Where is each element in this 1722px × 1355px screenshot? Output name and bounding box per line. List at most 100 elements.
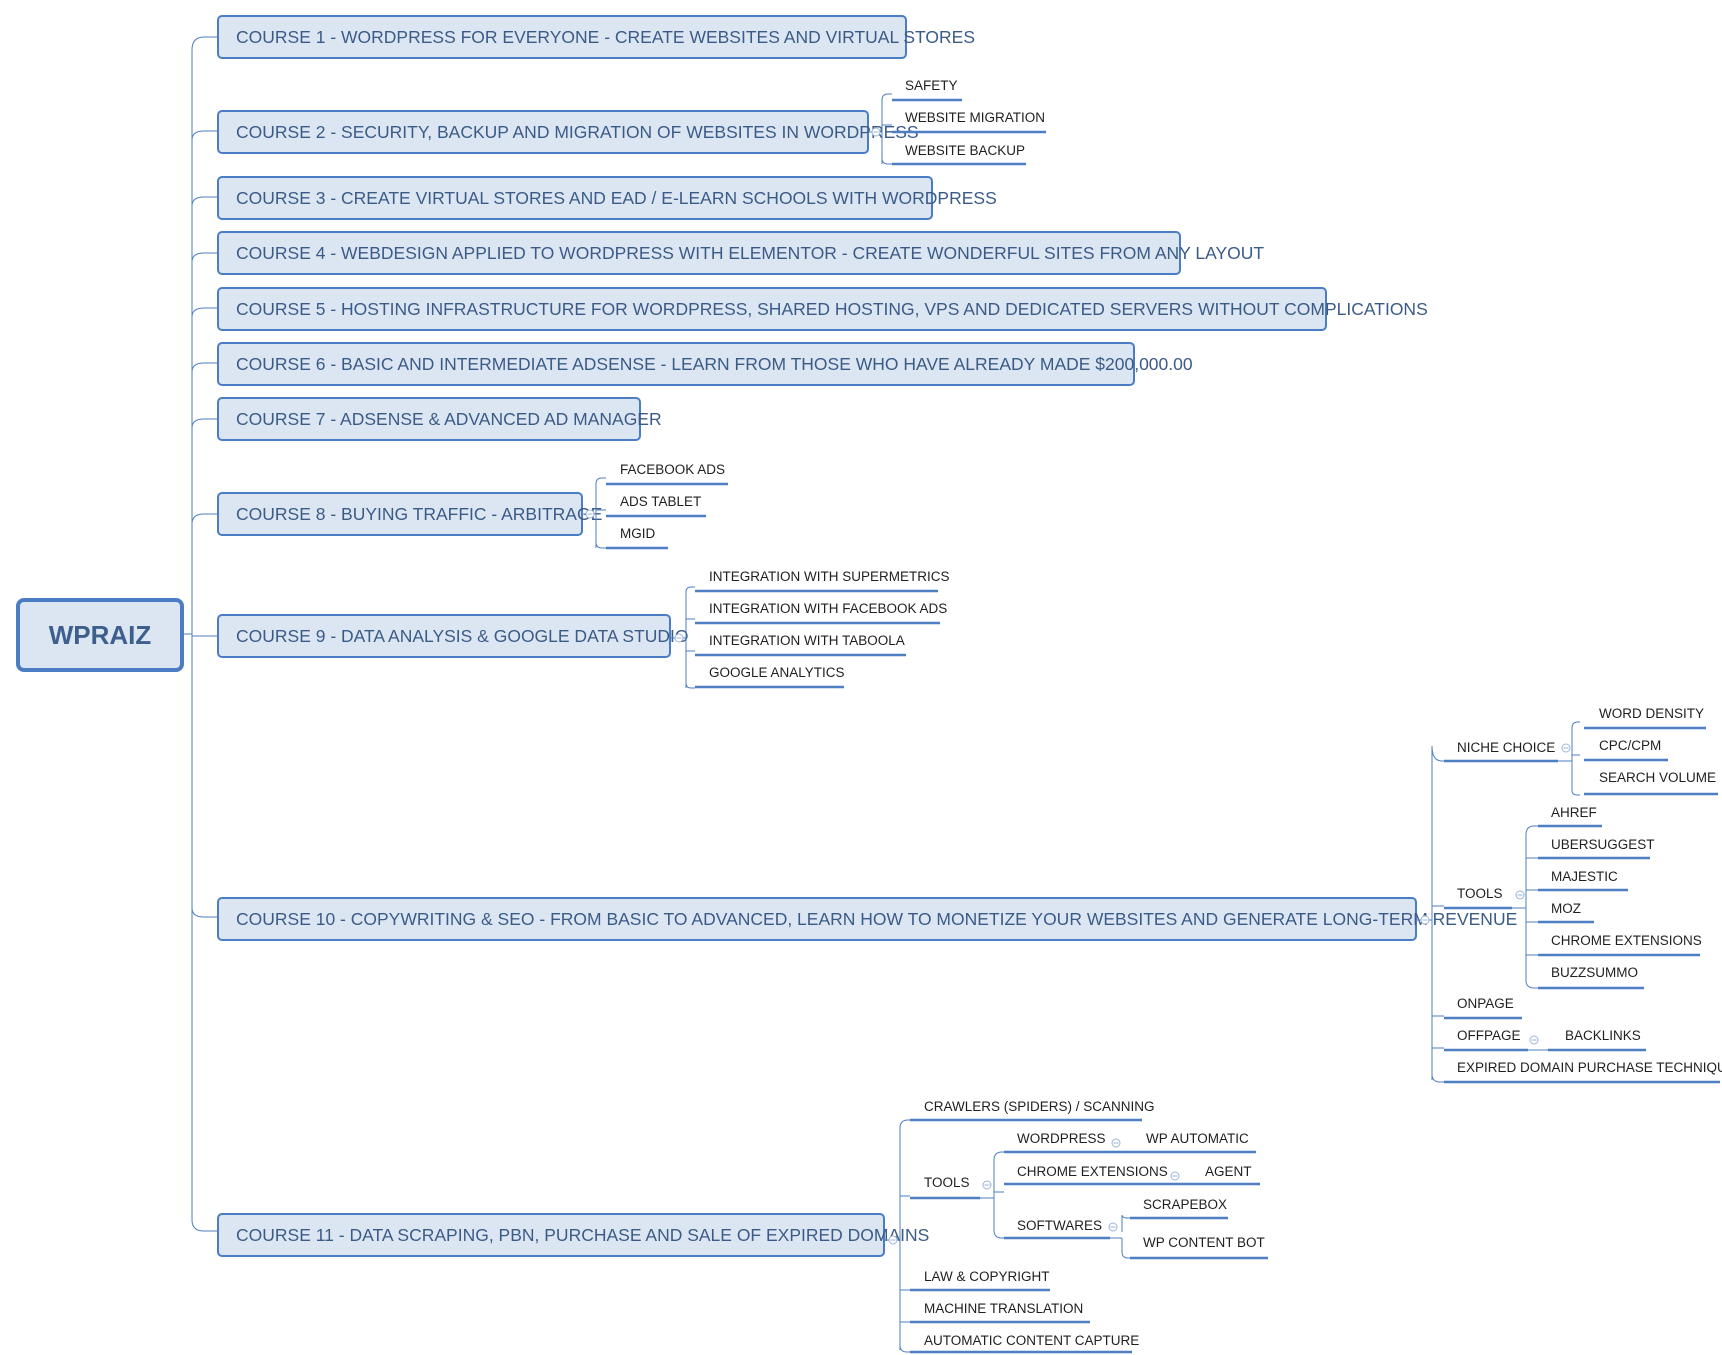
topic-label: EXPIRED DOMAIN PURCHASE TECHNIQUE <box>1457 1060 1722 1075</box>
leaf-label: INTEGRATION WITH TABOOLA <box>709 633 905 648</box>
leaf-label: WP CONTENT BOT <box>1143 1235 1265 1250</box>
topic-label: CRAWLERS (SPIDERS) / SCANNING <box>924 1099 1155 1114</box>
leaf-node[interactable]: SCRAPEBOX <box>1130 1197 1228 1220</box>
course-node-3[interactable]: COURSE 3 - CREATE VIRTUAL STORES AND EAD… <box>217 176 997 220</box>
collapse-toggle[interactable] <box>1529 1035 1539 1045</box>
topic-label: AUTOMATIC CONTENT CAPTURE <box>924 1333 1139 1348</box>
course-label: COURSE 2 - SECURITY, BACKUP AND MIGRATIO… <box>236 122 919 142</box>
leaf-label: BUZZSUMMO <box>1551 965 1638 980</box>
topic-node-onpage[interactable]: ONPAGE <box>1444 996 1522 1020</box>
topic-node-crawlers[interactable]: CRAWLERS (SPIDERS) / SCANNING <box>910 1099 1155 1122</box>
topic-label: TOOLS <box>924 1175 970 1190</box>
course-label: COURSE 11 - DATA SCRAPING, PBN, PURCHASE… <box>236 1225 929 1245</box>
leaf-node[interactable]: INTEGRATION WITH FACEBOOK ADS <box>695 601 947 625</box>
course-node-5[interactable]: COURSE 5 - HOSTING INFRASTRUCTURE FOR WO… <box>217 287 1428 331</box>
collapse-toggle[interactable] <box>1420 915 1430 925</box>
leaf-node[interactable]: WP AUTOMATIC <box>1128 1131 1256 1154</box>
leaf-label: SAFETY <box>905 78 958 93</box>
leaf-node[interactable]: BACKLINKS <box>1548 1028 1646 1052</box>
collapse-toggle[interactable] <box>982 1180 992 1190</box>
topic-label: TOOLS <box>1457 886 1503 901</box>
leaf-node[interactable]: WORD DENSITY <box>1584 706 1706 730</box>
leaf-label: MGID <box>620 526 655 541</box>
course-2-branch: SAFETY WEBSITE MIGRATION WEBSITE BACKUP <box>868 78 1046 166</box>
leaf-node[interactable]: FACEBOOK ADS <box>606 462 728 486</box>
subtopic-label: WORDPRESS <box>1017 1131 1106 1146</box>
course-node-8[interactable]: COURSE 8 - BUYING TRAFFIC - ARBITRAGE <box>217 492 602 536</box>
root-connectors <box>183 36 218 1232</box>
leaf-node[interactable]: UBERSUGGEST <box>1538 837 1655 860</box>
leaf-label: INTEGRATION WITH FACEBOOK ADS <box>709 601 947 616</box>
subtopic-node-wordpress[interactable]: WORDPRESS <box>1004 1131 1128 1154</box>
topic-label: NICHE CHOICE <box>1457 740 1555 755</box>
leaf-node[interactable]: WP CONTENT BOT <box>1130 1235 1268 1260</box>
leaf-label: AGENT <box>1205 1164 1252 1179</box>
collapse-toggle[interactable] <box>871 127 881 137</box>
collapse-toggle[interactable] <box>888 1235 898 1245</box>
leaf-node[interactable]: AGENT <box>1168 1164 1260 1186</box>
leaf-label: WP AUTOMATIC <box>1146 1131 1249 1146</box>
collapse-toggle[interactable] <box>1108 1222 1118 1232</box>
topic-node-tools[interactable]: TOOLS <box>1444 886 1512 910</box>
collapse-toggle[interactable] <box>1561 743 1571 753</box>
course-node-11[interactable]: COURSE 11 - DATA SCRAPING, PBN, PURCHASE… <box>217 1213 929 1257</box>
leaf-node[interactable]: WEBSITE BACKUP <box>892 143 1026 166</box>
subtopic-node-softwares[interactable]: SOFTWARES <box>1004 1218 1110 1240</box>
leaf-label: CHROME EXTENSIONS <box>1551 933 1702 948</box>
leaf-label: BACKLINKS <box>1565 1028 1641 1043</box>
collapse-toggle[interactable] <box>1170 1171 1180 1181</box>
course-10-branch: NICHE CHOICE WORD DENSITY CPC/CPM SEARCH… <box>1416 706 1722 1084</box>
topic-node-machine-translation[interactable]: MACHINE TRANSLATION <box>910 1301 1090 1324</box>
collapse-toggle[interactable] <box>1111 1138 1121 1148</box>
leaf-label: FACEBOOK ADS <box>620 462 725 477</box>
subtopic-node-chrome-extensions[interactable]: CHROME EXTENSIONS <box>1004 1164 1168 1186</box>
course-label: COURSE 5 - HOSTING INFRASTRUCTURE FOR WO… <box>236 299 1428 319</box>
leaf-node[interactable]: ADS TABLET <box>606 494 706 518</box>
topic-node-expired-domain[interactable]: EXPIRED DOMAIN PURCHASE TECHNIQUE <box>1444 1060 1722 1084</box>
subtopic-label: SOFTWARES <box>1017 1218 1102 1233</box>
course-label: COURSE 4 - WEBDESIGN APPLIED TO WORDPRES… <box>236 243 1264 263</box>
collapse-toggle[interactable] <box>674 633 684 643</box>
course-node-10[interactable]: COURSE 10 - COPYWRITING & SEO - FROM BAS… <box>217 897 1517 941</box>
leaf-node[interactable]: CPC/CPM <box>1584 738 1668 762</box>
topic-node-law-copyright[interactable]: LAW & COPYRIGHT <box>910 1269 1050 1292</box>
topic-node-tools[interactable]: TOOLS <box>910 1175 980 1200</box>
leaf-node[interactable]: MOZ <box>1538 901 1594 924</box>
leaf-label: MAJESTIC <box>1551 869 1618 884</box>
course-node-1[interactable]: COURSE 1 - WORDPRESS FOR EVERYONE - CREA… <box>217 15 975 59</box>
course-label: COURSE 1 - WORDPRESS FOR EVERYONE - CREA… <box>236 27 975 47</box>
leaf-node[interactable]: SAFETY <box>892 78 962 102</box>
leaf-node[interactable]: CHROME EXTENSIONS <box>1538 933 1702 957</box>
course-node-9[interactable]: COURSE 9 - DATA ANALYSIS & GOOGLE DATA S… <box>217 614 689 658</box>
root-node[interactable]: WPRAIZ <box>16 598 184 672</box>
leaf-node[interactable]: WEBSITE MIGRATION <box>892 110 1046 134</box>
leaf-node[interactable]: INTEGRATION WITH SUPERMETRICS <box>695 569 950 593</box>
topic-label: LAW & COPYRIGHT <box>924 1269 1050 1284</box>
leaf-label: UBERSUGGEST <box>1551 837 1655 852</box>
topic-node-automatic-content-capture[interactable]: AUTOMATIC CONTENT CAPTURE <box>910 1333 1139 1354</box>
leaf-node[interactable]: GOOGLE ANALYTICS <box>695 665 845 689</box>
course-label: COURSE 6 - BASIC AND INTERMEDIATE ADSENS… <box>236 354 1193 374</box>
topic-label: ONPAGE <box>1457 996 1514 1011</box>
course-11-branch: CRAWLERS (SPIDERS) / SCANNING TOOLS WORD… <box>884 1099 1268 1354</box>
course-8-branch: FACEBOOK ADS ADS TABLET MGID <box>582 462 728 550</box>
leaf-node[interactable]: MGID <box>606 526 668 550</box>
leaf-label: INTEGRATION WITH SUPERMETRICS <box>709 569 950 584</box>
collapse-toggle[interactable] <box>1515 890 1525 900</box>
leaf-label: MOZ <box>1551 901 1581 916</box>
leaf-label: ADS TABLET <box>620 494 701 509</box>
course-node-6[interactable]: COURSE 6 - BASIC AND INTERMEDIATE ADSENS… <box>217 342 1193 386</box>
course-label: COURSE 8 - BUYING TRAFFIC - ARBITRAGE <box>236 504 602 524</box>
topic-node-niche-choice[interactable]: NICHE CHOICE <box>1444 740 1558 763</box>
course-node-4[interactable]: COURSE 4 - WEBDESIGN APPLIED TO WORDPRES… <box>217 231 1264 275</box>
collapse-toggle[interactable] <box>585 509 595 519</box>
course-node-2[interactable]: COURSE 2 - SECURITY, BACKUP AND MIGRATIO… <box>217 110 919 154</box>
leaf-node[interactable]: AHREF <box>1538 805 1602 828</box>
leaf-label: CPC/CPM <box>1599 738 1661 753</box>
topic-node-offpage[interactable]: OFFPAGE <box>1444 1028 1528 1052</box>
leaf-node[interactable]: MAJESTIC <box>1538 869 1628 892</box>
leaf-node[interactable]: BUZZSUMMO <box>1538 965 1644 990</box>
leaf-node[interactable]: SEARCH VOLUME <box>1584 770 1718 796</box>
course-node-7[interactable]: COURSE 7 - ADSENSE & ADVANCED AD MANAGER <box>217 397 662 441</box>
leaf-node[interactable]: INTEGRATION WITH TABOOLA <box>695 633 906 657</box>
